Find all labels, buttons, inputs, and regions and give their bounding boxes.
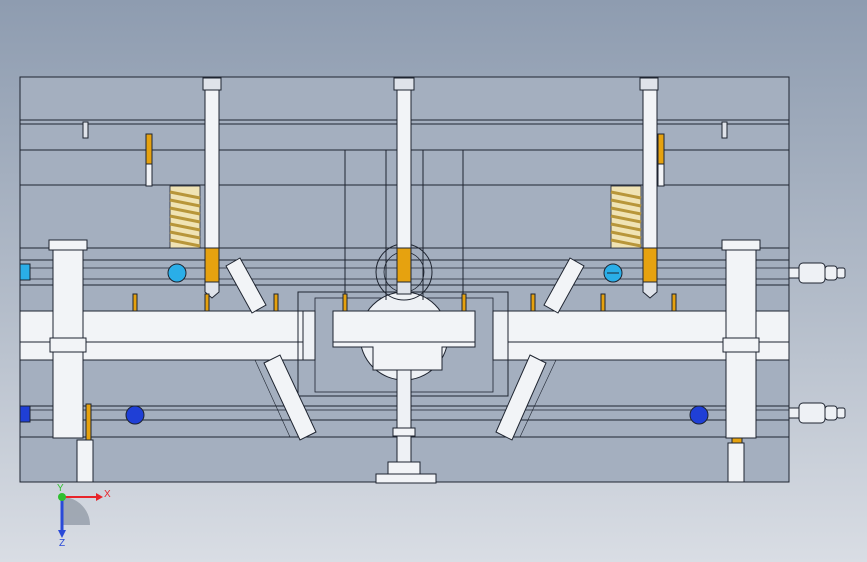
pin-sleeve-gold: [396, 247, 412, 283]
guide-bushing-left: [52, 351, 84, 439]
lifter-left-lower: [263, 354, 317, 441]
spring-coils-left: [169, 190, 201, 248]
lifter-right-lower: [495, 354, 547, 441]
lifter-guide: [254, 359, 291, 438]
small-gold-pin: [671, 293, 677, 312]
pillar-foot: [727, 442, 745, 483]
pin-sleeve-gold: [642, 247, 658, 283]
small-gold-pin: [600, 293, 606, 312]
pillar-cap: [721, 239, 761, 251]
small-gold-pin: [204, 293, 210, 312]
puller-rod: [396, 369, 412, 463]
small-gold-pin: [342, 293, 348, 312]
pin-sleeve-gold: [731, 437, 743, 444]
angled-lifters[interactable]: [225, 257, 585, 441]
axis-x-arrow: [96, 493, 103, 501]
guide-pin-body: [657, 163, 665, 187]
sprue-pin: [396, 89, 412, 249]
coupling-upper: [788, 262, 846, 284]
small-gold-pin: [461, 293, 467, 312]
axis-z-arrow: [58, 530, 66, 538]
core-block-left: [302, 310, 316, 361]
core-block-right: [492, 310, 509, 361]
pillar-foot: [76, 439, 94, 483]
lifter-guide: [519, 359, 557, 438]
center-core: [332, 310, 476, 371]
spring-coils-right: [610, 190, 642, 248]
guide-pillar-right: [725, 249, 757, 339]
pillar-mid: [722, 337, 760, 353]
cooling-plug-cyan: [167, 263, 187, 283]
axis-z-label: Z: [59, 538, 65, 549]
return-pin-right: [642, 89, 658, 249]
ejector-base: [387, 461, 421, 475]
return-pin-left: [204, 89, 220, 249]
guide-pin-gold: [145, 133, 153, 165]
axis-x-label: X: [104, 489, 111, 500]
small-pin: [82, 121, 89, 139]
guide-pillar-left: [52, 249, 84, 339]
guide-pin-gold: [657, 133, 665, 165]
ejector-base-plate: [375, 473, 437, 484]
lifter-right-upper: [543, 257, 585, 314]
pin-sleeve-gold: [85, 403, 92, 443]
center-insert[interactable]: [297, 243, 509, 397]
axis-y-label: Y: [57, 483, 64, 494]
coil-spring-icon: [169, 185, 642, 249]
pin-head: [639, 77, 659, 91]
small-pin: [721, 121, 728, 139]
pillar-mid: [49, 337, 87, 353]
pillar-cap: [48, 239, 88, 251]
pin-sleeve-gold: [204, 247, 220, 283]
lifter-left-upper: [225, 257, 267, 314]
small-gold-pin: [132, 293, 138, 312]
small-gold-pin: [530, 293, 536, 312]
puller-collar: [392, 427, 416, 437]
guide-bushing-right: [725, 351, 757, 439]
fitting-left-upper: [19, 263, 31, 281]
triad-shadow: [62, 497, 90, 525]
coordinate-triad-icon: X Y Z: [57, 483, 111, 549]
cooling-plug-blue: [689, 405, 709, 425]
sprue-puller[interactable]: [375, 369, 437, 484]
cooling-plug-blue: [125, 405, 145, 425]
guide-pin-body: [145, 163, 153, 187]
coupling-lower: [788, 402, 846, 424]
sprue-pin-lower: [396, 281, 412, 295]
guide-pillars[interactable]: [48, 239, 761, 483]
pin-head: [202, 77, 222, 91]
axis-y-dot: [58, 493, 66, 501]
fitting-left-lower: [19, 405, 31, 423]
pin-tip: [642, 281, 658, 299]
ejector-pins[interactable]: [82, 77, 728, 312]
water-fitting-icon[interactable]: [19, 262, 846, 425]
small-gold-pin: [273, 293, 279, 312]
pin-head: [393, 77, 415, 91]
